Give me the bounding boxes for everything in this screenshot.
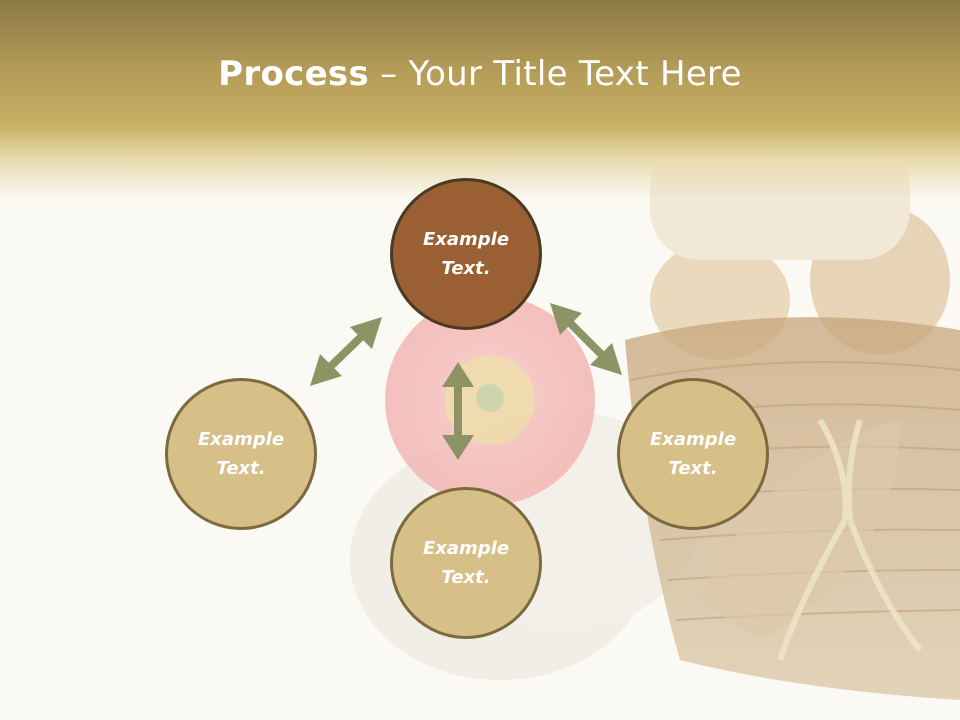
title-rest: – Your Title Text Here	[369, 54, 742, 94]
node-left-label: Example Text.	[197, 429, 285, 479]
node-right: Example Text.	[617, 378, 769, 530]
node-bottom: Example Text.	[390, 487, 542, 639]
arrow-left-diagonal	[310, 317, 382, 386]
node-right-label: Example Text.	[649, 429, 737, 479]
node-top: Example Text.	[390, 178, 542, 330]
slide-title: Process – Your Title Text Here	[0, 52, 960, 96]
arrow-vertical	[442, 362, 474, 460]
node-bottom-label: Example Text.	[422, 538, 510, 588]
node-top-label: Example Text.	[422, 229, 510, 279]
title-banner	[0, 0, 960, 200]
arrow-right-diagonal	[550, 303, 622, 375]
node-left: Example Text.	[165, 378, 317, 530]
title-bold: Process	[218, 54, 370, 94]
